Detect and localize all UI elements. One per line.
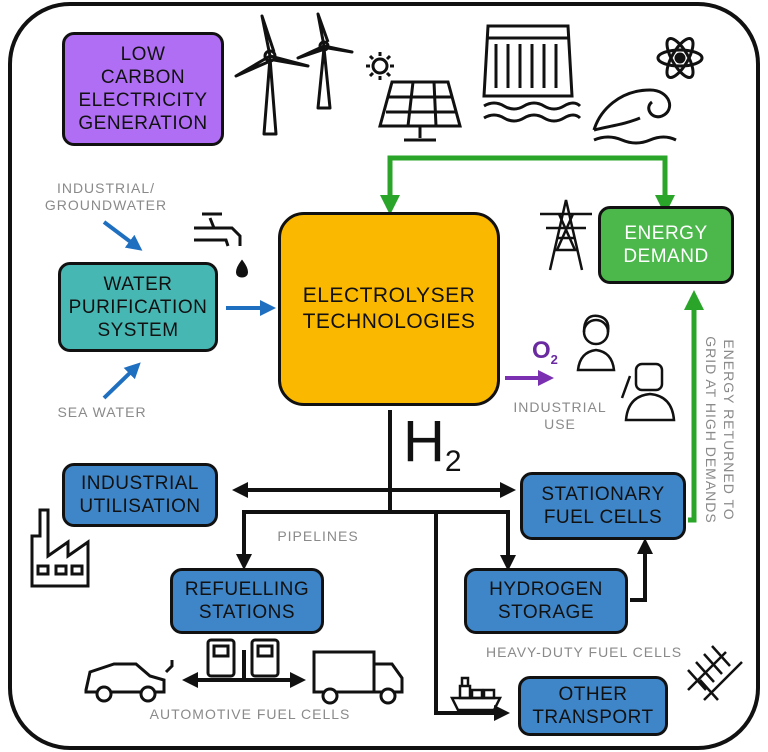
oxygen-formula: O2 — [532, 337, 558, 367]
energy-demand-box: ENERGY DEMAND — [598, 206, 734, 284]
industrial-use-label: INDUSTRIAL USE — [513, 399, 607, 432]
other-transport-label: OTHER TRANSPORT — [532, 684, 654, 728]
factory-icon — [30, 508, 90, 588]
wave-icon — [592, 88, 677, 145]
solar-panel-icon — [366, 52, 462, 142]
electrolyser-label: ELECTROLYSER TECHNOLOGIES — [302, 284, 476, 333]
oxygen-symbol: O — [532, 337, 551, 364]
oxygen-subscript: 2 — [550, 351, 558, 367]
hydrogen-symbol: H — [403, 409, 445, 474]
stationary-fuel-cells-label: STATIONARY FUEL CELLS — [541, 484, 665, 528]
hydrogen-network — [182, 410, 653, 721]
sea-water-label: SEA WATER — [57, 404, 147, 420]
stationary-fuel-cells-box: STATIONARY FUEL CELLS — [520, 472, 686, 540]
atom-icon — [656, 37, 704, 79]
blue-arrows — [102, 220, 276, 400]
ship-icon — [449, 676, 503, 712]
hydrogen-storage-label: HYDROGEN STORAGE — [489, 579, 603, 623]
refuelling-stations-label: REFUELLING STATIONS — [184, 579, 310, 623]
refuelling-stations-box: REFUELLING STATIONS — [170, 568, 324, 634]
water-purification-label: WATER PURIFICATION SYSTEM — [68, 273, 208, 341]
hydrogen-subscript: 2 — [444, 445, 462, 478]
energy-demand-label: ENERGY DEMAND — [623, 223, 709, 267]
fuel-pump-icon — [206, 638, 280, 678]
low-carbon-generation-label: LOW CARBON ELECTRICITY GENERATION — [78, 44, 208, 134]
hydrogen-formula: H2 — [403, 412, 462, 492]
outer-frame — [8, 2, 760, 750]
pipelines-label: PIPELINES — [277, 528, 359, 544]
hydrogen-storage-box: HYDROGEN STORAGE — [464, 568, 628, 634]
industrial-utilisation-label: INDUSTRIAL UTILISATION — [79, 473, 201, 517]
pylon-icon — [540, 199, 592, 271]
energy-returned-label: ENERGY RETURNED TO GRID AT HIGH DEMANDS — [703, 336, 737, 524]
heavy-duty-fuel-cells-label: HEAVY-DUTY FUEL CELLS — [485, 644, 683, 660]
worker-icon — [576, 314, 676, 422]
electrolyser-box: ELECTROLYSER TECHNOLOGIES — [278, 212, 500, 406]
automotive-fuel-cells-label: AUTOMOTIVE FUEL CELLS — [149, 706, 351, 722]
water-purification-box: WATER PURIFICATION SYSTEM — [58, 262, 218, 352]
railway-track-icon — [687, 645, 743, 701]
hydro-dam-icon — [482, 24, 582, 123]
low-carbon-generation-box: LOW CARBON ELECTRICITY GENERATION — [62, 32, 224, 146]
other-transport-box: OTHER TRANSPORT — [518, 676, 668, 736]
wind-turbine-icon — [234, 12, 354, 136]
industrial-utilisation-box: INDUSTRIAL UTILISATION — [62, 463, 218, 527]
water-tap-icon — [194, 212, 248, 278]
industrial-groundwater-label: INDUSTRIAL/ GROUNDWATER — [44, 180, 168, 213]
car-icon — [84, 660, 174, 703]
green-arrows — [380, 155, 704, 523]
truck-icon — [312, 650, 404, 705]
